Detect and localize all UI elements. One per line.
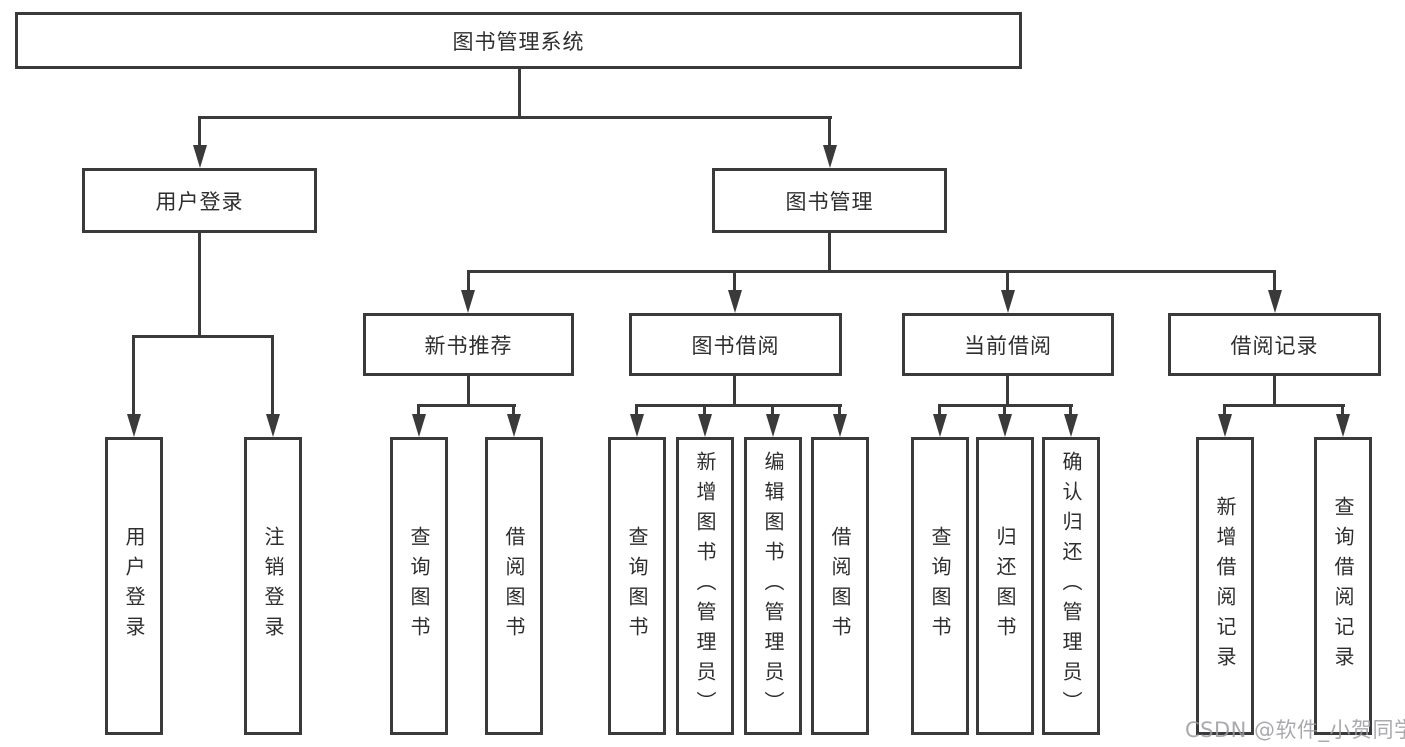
- connector-book-borrow-trunk: [733, 376, 736, 407]
- arrowhead-leaf-logout: [266, 414, 280, 437]
- arrowhead-leaf-3: [630, 414, 644, 437]
- node-borrow-records: 借阅记录: [1168, 313, 1381, 376]
- node-user-login: 用户登录: [82, 168, 317, 233]
- connector-drop-leaf-3: [635, 404, 638, 417]
- arrowhead-user-login: [193, 145, 207, 168]
- connector-drop-leaf-9: [1069, 404, 1072, 417]
- arrowhead-leaf-8: [998, 414, 1012, 437]
- leaf-return-books: 归还图书: [976, 437, 1034, 735]
- connector-drop-borrow-records: [1273, 270, 1276, 292]
- arrowhead-leaf-4: [698, 414, 712, 437]
- leaf-query-books-2: 查询图书: [608, 437, 666, 735]
- arrowhead-leaf-7: [933, 414, 947, 437]
- node-root: 图书管理系统: [15, 12, 1022, 69]
- leaf-edit-books-admin: 编辑图书（管理员）: [744, 437, 802, 735]
- arrowhead-leaf-6: [833, 414, 847, 437]
- connector-new-books-trunk: [467, 376, 470, 407]
- leaf-query-borrow-record: 查询借阅记录: [1314, 437, 1372, 735]
- connector-drop-leaf-5: [771, 404, 774, 417]
- leaf-confirm-return-admin: 确认归还（管理员）: [1042, 437, 1100, 735]
- arrowhead-leaf-5: [766, 414, 780, 437]
- connector-drop-current-borrow: [1006, 270, 1009, 292]
- connector-drop-leaf-10: [1223, 404, 1226, 417]
- connector-root-trunk: [518, 69, 521, 119]
- arrowhead-leaf-10: [1218, 414, 1232, 437]
- arrowhead-new-books: [461, 290, 475, 313]
- connector-drop-new-books: [467, 270, 470, 292]
- leaf-query-books-1: 查询图书: [390, 437, 448, 735]
- connector-drop-book-mgmt: [828, 116, 831, 148]
- connector-drop-leaf-2: [512, 404, 515, 417]
- connector-book-borrow-rail: [635, 404, 842, 407]
- connector-drop-leaf-1: [417, 404, 420, 417]
- connector-drop-leaf-11: [1341, 404, 1344, 417]
- leaf-borrow-books-2: 借阅图书: [811, 437, 869, 735]
- connector-user-login-trunk: [198, 233, 201, 338]
- connector-level2-rail: [198, 116, 832, 119]
- connector-borrow-records-trunk: [1273, 376, 1276, 407]
- node-new-books: 新书推荐: [363, 313, 574, 376]
- connector-current-borrow-trunk: [1006, 376, 1009, 407]
- arrowhead-current-borrow: [1001, 290, 1015, 313]
- arrowhead-leaf-1: [412, 414, 426, 437]
- arrowhead-book-borrow: [728, 290, 742, 313]
- leaf-logout: 注销登录: [244, 437, 302, 735]
- connector-level3-rail: [467, 270, 1275, 273]
- connector-drop-leaf-7: [938, 404, 941, 417]
- connector-drop-leaf-login: [132, 335, 135, 416]
- leaf-borrow-books-1: 借阅图书: [485, 437, 543, 735]
- node-book-mgmt: 图书管理: [712, 168, 947, 233]
- connector-new-books-rail: [417, 404, 516, 407]
- leaf-user-login: 用户登录: [105, 437, 163, 735]
- connector-drop-leaf-logout: [271, 335, 274, 416]
- connector-drop-leaf-6: [838, 404, 841, 417]
- connector-book-mgmt-trunk: [828, 233, 831, 273]
- connector-drop-leaf-8: [1003, 404, 1006, 417]
- connector-borrow-records-rail: [1223, 404, 1345, 407]
- arrowhead-borrow-records: [1268, 290, 1282, 313]
- arrowhead-book-mgmt: [823, 145, 837, 168]
- connector-drop-user-login: [198, 116, 201, 148]
- node-current-borrow: 当前借阅: [902, 313, 1114, 376]
- arrowhead-leaf-login: [127, 414, 141, 437]
- arrowhead-leaf-2: [507, 414, 521, 437]
- connector-drop-leaf-4: [703, 404, 706, 417]
- leaf-add-books-admin: 新增图书（管理员）: [676, 437, 734, 735]
- arrowhead-leaf-9: [1064, 414, 1078, 437]
- node-book-borrow: 图书借阅: [629, 313, 842, 376]
- connector-drop-book-borrow: [733, 270, 736, 292]
- connector-user-login-rail: [132, 335, 274, 338]
- arrowhead-leaf-11: [1336, 414, 1350, 437]
- leaf-query-books-3: 查询图书: [911, 437, 969, 735]
- leaf-add-borrow-record: 新增借阅记录: [1196, 437, 1254, 735]
- csdn-watermark: CSDN @软件_小贺同学: [1185, 718, 1405, 742]
